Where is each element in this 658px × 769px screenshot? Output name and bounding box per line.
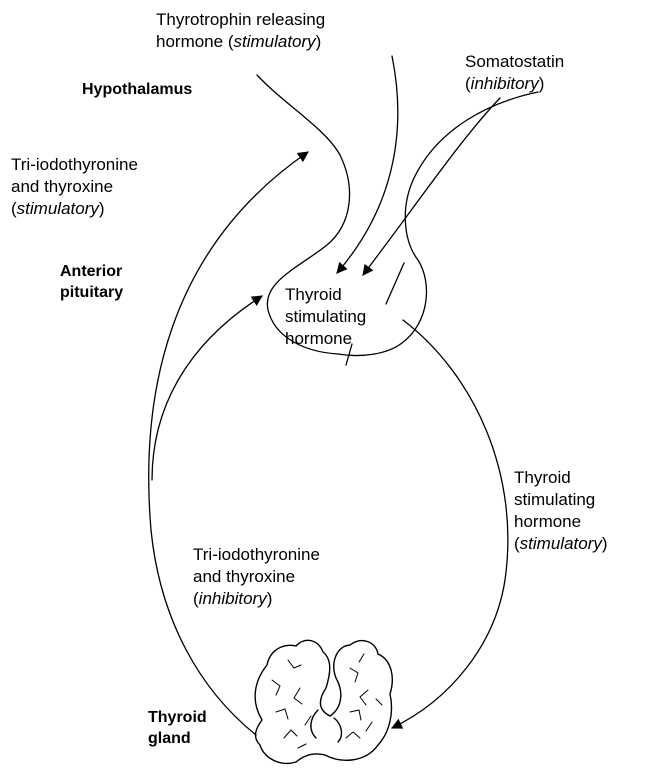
somatostatin-label: Somatostatin (inhibitory) [465,51,564,95]
somatostatin-line-2-post: ) [539,74,545,93]
tsh-stimulatory-line-4-italic: stimulatory [520,534,602,553]
t3t4-inhibitory-line-3-post: ) [267,589,273,608]
t3t4-inhibitory-line-1: Tri-iodothyronine [193,544,320,566]
trh-label: Thyrotrophin releasing hormone (stimulat… [156,9,325,53]
t3t4-stimulatory-line-2: and thyroxine [11,176,138,198]
tsh-inside-line-2: stimulating [285,306,366,328]
t3t4-stimulatory-label: Tri-iodothyronine and thyroxine (stimula… [11,154,138,220]
tsh-inside-label: Thyroid stimulating hormone [285,284,366,350]
tsh-stimulatory-line-4: (stimulatory) [514,533,608,555]
thyroid-gland-texture [272,654,382,748]
t3t4-stimulatory-line-3-italic: stimulatory [17,199,99,218]
tsh-inside-line-3: hormone [285,328,366,350]
tsh-stimulatory-label: Thyroid stimulating hormone (stimulatory… [514,467,608,555]
t3t4-inhibitory-line-2: and thyroxine [193,566,320,588]
somatostatin-label-line-2: (inhibitory) [465,73,564,95]
trh-label-line-2-post: ) [316,32,322,51]
t3t4-stimulatory-line-1: Tri-iodothyronine [11,154,138,176]
t3t4-stimulatory-line-3-post: ) [99,199,105,218]
somatostatin-arrow [363,98,500,275]
thyroid-gland-line-2: gland [148,728,207,749]
tsh-stimulatory-line-4-post: ) [602,534,608,553]
t3t4-inhibitory-line-3: (inhibitory) [193,588,320,610]
trh-label-line-2: hormone (stimulatory) [156,31,325,53]
pituitary-stalk-mark-1 [386,263,404,304]
thyroid-gland-line-1: Thyroid [148,707,207,728]
tsh-stimulatory-line-3: hormone [514,511,608,533]
t3t4-inhibitory-label: Tri-iodothyronine and thyroxine (inhibit… [193,544,320,610]
tsh-to-thyroid-arrow [392,320,508,728]
tsh-stimulatory-line-1: Thyroid [514,467,608,489]
somatostatin-label-line-1: Somatostatin [465,51,564,73]
thyroid-gland-drawing [255,640,392,763]
pituitary-outline-right [338,92,538,356]
t3t4-to-hypothalamus-arrow [149,152,308,735]
anterior-pituitary-line-2: pituitary [60,282,123,303]
tsh-inside-line-1: Thyroid [285,284,366,306]
hypothalamus-label: Hypothalamus [82,79,192,100]
trh-label-line-2-pre: hormone ( [156,32,233,51]
trh-label-line-2-italic: stimulatory [233,32,315,51]
thyroid-gland-label: Thyroid gland [148,707,207,749]
t3t4-to-pituitary-arrow [152,296,262,480]
t3t4-stimulatory-line-3: (stimulatory) [11,198,138,220]
somatostatin-line-2-italic: inhibitory [471,74,539,93]
t3t4-inhibitory-line-3-italic: inhibitory [199,589,267,608]
anterior-pituitary-line-1: Anterior [60,261,123,282]
trh-label-line-1: Thyrotrophin releasing [156,9,325,31]
anterior-pituitary-label: Anterior pituitary [60,261,123,303]
tsh-stimulatory-line-2: stimulating [514,489,608,511]
